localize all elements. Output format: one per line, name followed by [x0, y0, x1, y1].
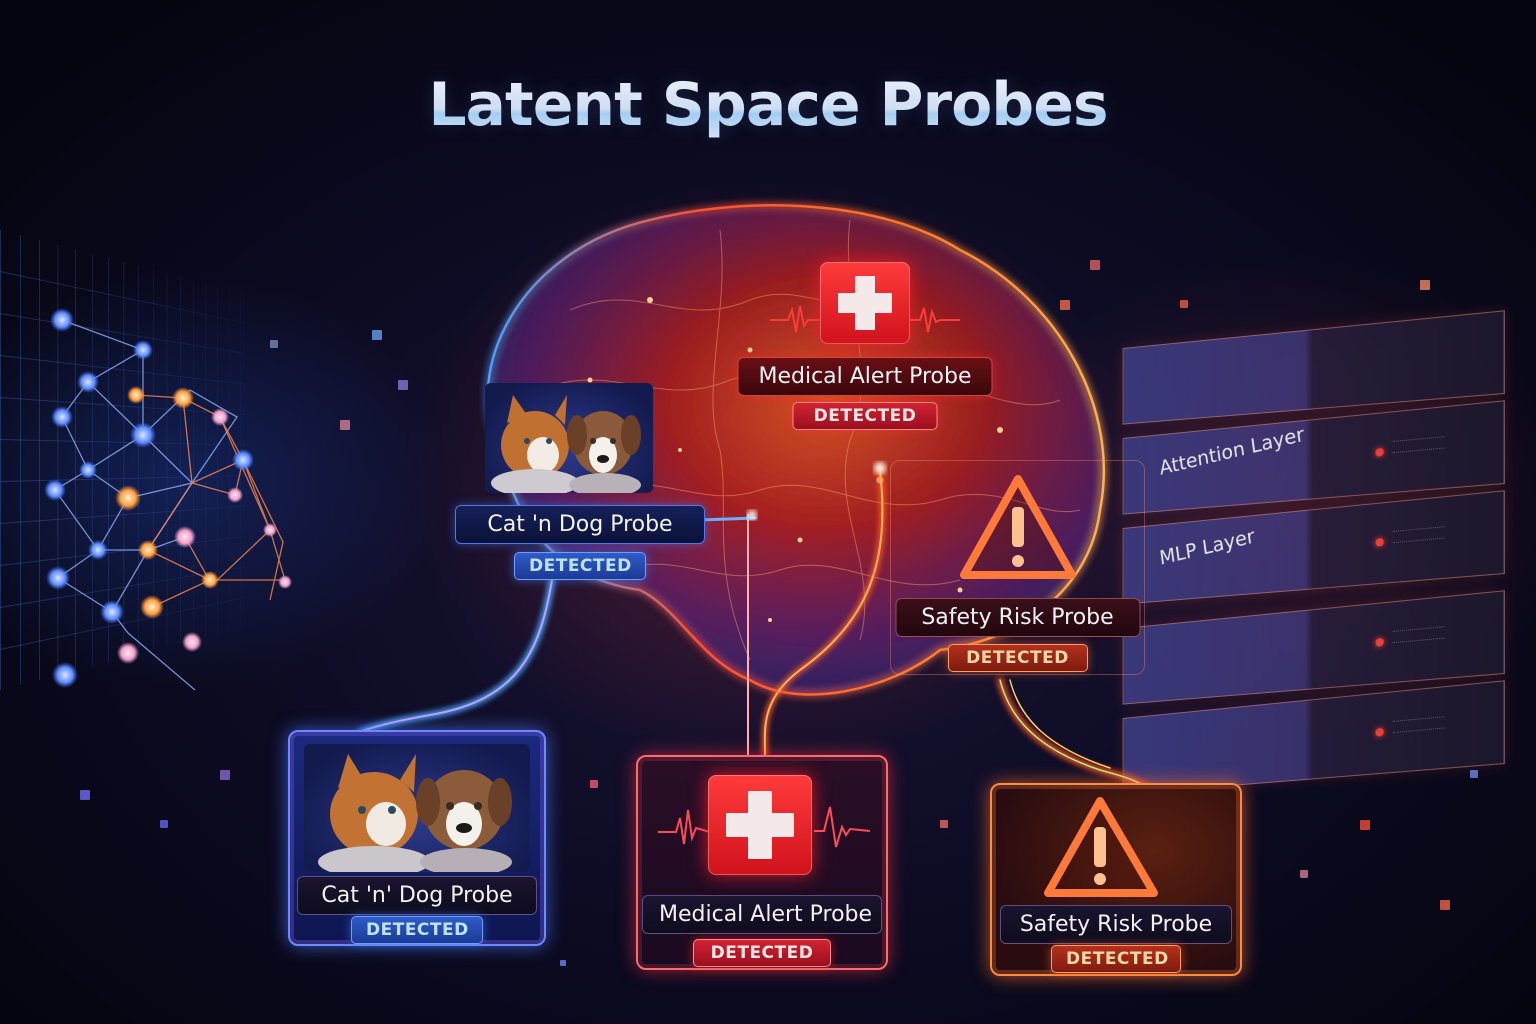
layer-label: Attention Layer — [1158, 421, 1306, 480]
particle — [1360, 820, 1370, 830]
status-dot-icon — [1375, 537, 1384, 547]
page-title: Latent Space Probes — [0, 70, 1536, 140]
heartbeat-right-icon — [910, 307, 960, 333]
probe-label: Medical Alert Probe — [737, 357, 993, 396]
brain-probe-safety-risk[interactable]: Safety Risk Probe DETECTED — [890, 460, 1145, 675]
medical-cross-icon — [820, 262, 910, 344]
status-dot-icon — [1375, 727, 1384, 737]
cat-dog-photo — [485, 383, 653, 493]
layer-glyph — [1392, 716, 1445, 734]
particle — [1470, 770, 1478, 778]
layer-glyph — [1392, 436, 1445, 454]
layer-label: MLP Layer — [1158, 523, 1256, 570]
probe-label: Cat 'n Dog Probe — [455, 505, 705, 544]
brain-probe-cat-dog[interactable]: Cat 'n Dog Probe DETECTED — [450, 375, 710, 580]
cat-dog-photo — [304, 744, 530, 872]
status-badge: DETECTED — [1051, 945, 1181, 973]
output-card-medical-alert[interactable]: Medical Alert Probe DETECTED — [636, 755, 888, 970]
particle — [940, 820, 948, 828]
status-badge: DETECTED — [351, 916, 483, 944]
particle — [80, 790, 90, 800]
particle — [1090, 260, 1100, 270]
status-badge: DETECTED — [693, 939, 831, 967]
particle — [1440, 900, 1450, 910]
probe-label: Cat 'n' Dog Probe — [297, 876, 537, 915]
cat-dog-illustration — [318, 754, 512, 872]
particle — [220, 770, 230, 780]
particle — [560, 960, 566, 966]
neural-network-graph — [44, 308, 292, 691]
particle — [372, 330, 382, 340]
particle — [160, 820, 168, 828]
particle — [270, 340, 278, 348]
output-card-safety-risk[interactable]: Safety Risk Probe DETECTED — [990, 783, 1242, 976]
output-card-cat-dog[interactable]: Cat 'n' Dog Probe DETECTED — [288, 730, 546, 946]
cat-dog-illustration — [491, 395, 641, 493]
heartbeat-left-icon — [770, 305, 820, 333]
particle — [1420, 280, 1430, 290]
particle — [1180, 300, 1188, 308]
status-badge: DETECTED — [792, 402, 938, 430]
heartbeat-right-icon — [814, 806, 870, 848]
probe-label: Safety Risk Probe — [895, 598, 1140, 637]
warning-triangle-icon — [1044, 797, 1158, 897]
layer-glyph — [1392, 526, 1445, 544]
particle — [1060, 300, 1070, 310]
layer-glyph — [1392, 626, 1445, 644]
particle — [398, 380, 408, 390]
heartbeat-left-icon — [658, 809, 710, 845]
status-badge: DETECTED — [514, 552, 646, 580]
particle — [590, 780, 598, 788]
probe-label: Medical Alert Probe — [642, 895, 882, 934]
particle — [340, 420, 350, 430]
status-dot-icon — [1375, 637, 1384, 647]
probe-label: Safety Risk Probe — [1000, 905, 1232, 944]
status-dot-icon — [1375, 447, 1384, 457]
layer-stack: Attention Layer MLP Layer — [1110, 310, 1510, 795]
warning-triangle-icon — [960, 475, 1076, 579]
medical-cross-icon — [708, 775, 812, 875]
status-badge: DETECTED — [947, 644, 1088, 672]
particle — [1300, 870, 1308, 878]
brain-probe-medical-alert[interactable]: Medical Alert Probe DETECTED — [730, 250, 1000, 435]
